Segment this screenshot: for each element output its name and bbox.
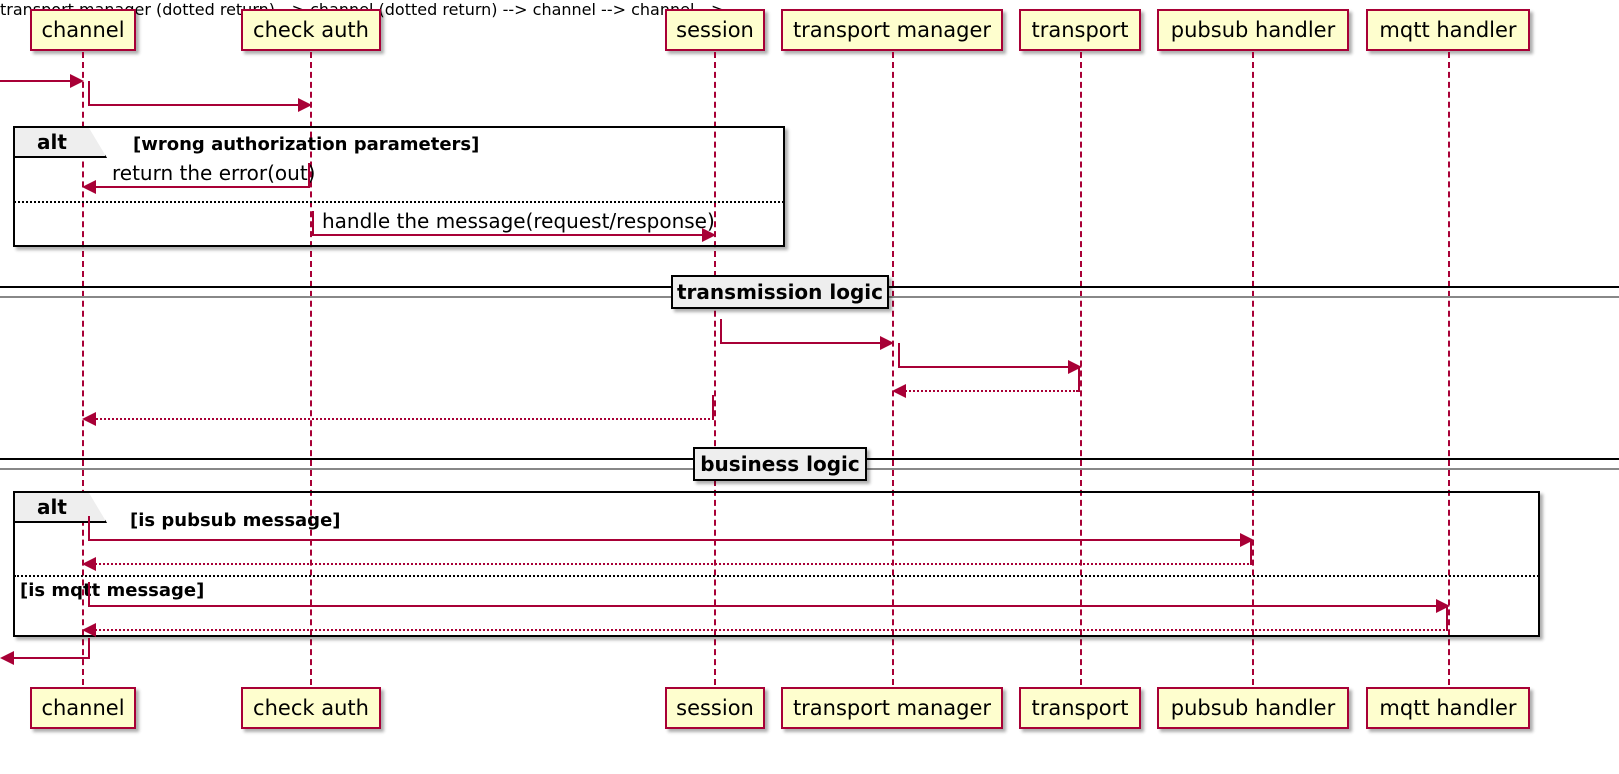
alt-keyword-label: alt	[37, 130, 67, 154]
participant-box-bottom-transport[interactable]: transport	[1019, 687, 1141, 729]
participant-label: mqtt handler	[1379, 696, 1517, 720]
arrow-head-m2	[298, 98, 312, 112]
message-label-m4: handle the message(request/response)	[322, 209, 715, 233]
message-stub-m6	[898, 343, 900, 368]
participant-box-bottom-transport-manager[interactable]: transport manager	[781, 687, 1003, 729]
participant-label: channel	[41, 696, 125, 720]
message-stub-m13	[88, 638, 90, 659]
participant-box-bottom-pubsub-handler[interactable]: pubsub handler	[1157, 687, 1349, 729]
participant-box-bottom-session[interactable]: session	[665, 687, 765, 729]
alt-group-frame-1	[13, 126, 785, 247]
message-stub-m2	[88, 81, 90, 106]
lifeline-check-auth	[310, 52, 312, 685]
participant-label: transport manager	[792, 18, 992, 42]
divider-label-box-2: business logic	[693, 447, 867, 481]
message-stub-m8	[712, 395, 714, 420]
participant-label: channel	[41, 18, 125, 42]
alt-condition-label-2b: [is mqtt message]	[20, 580, 205, 601]
alt-group-keyword-1: alt	[15, 128, 107, 158]
lifeline-transport-manager	[892, 52, 894, 685]
lifeline-pubsub-handler	[1252, 52, 1254, 685]
message-stub-m12	[1446, 606, 1448, 631]
participant-box-top-session[interactable]: session	[665, 9, 765, 51]
arrow-head-m4	[702, 228, 716, 242]
message-line-m7	[898, 390, 1078, 392]
alt-group-separator-2	[14, 575, 1539, 577]
arrow-head-m1	[70, 74, 84, 88]
alt-keyword-label: alt	[37, 495, 67, 519]
divider-label: business logic	[700, 452, 860, 476]
message-line-m3	[88, 186, 310, 188]
message-line-m13	[6, 657, 88, 659]
participant-box-top-mqtt-handler[interactable]: mqtt handler	[1366, 9, 1530, 51]
participant-box-bottom-mqtt-handler[interactable]: mqtt handler	[1366, 687, 1530, 729]
participant-box-top-channel[interactable]: channel	[30, 9, 136, 51]
message-line-m1	[0, 80, 76, 82]
message-stub-m11	[88, 582, 90, 607]
lifeline-channel	[82, 52, 84, 685]
lifeline-session	[714, 52, 716, 685]
alt-condition-label-2a: [is pubsub message]	[130, 510, 341, 531]
message-line-m8	[88, 418, 714, 420]
message-stub-m9	[88, 516, 90, 541]
lifeline-mqtt-handler	[1448, 52, 1450, 685]
participant-label: check auth	[253, 696, 369, 720]
message-line-m6	[898, 366, 1074, 368]
divider-label-box-1: transmission logic	[671, 275, 889, 309]
participant-box-top-pubsub-handler[interactable]: pubsub handler	[1157, 9, 1349, 51]
message-line-m12	[88, 629, 1448, 631]
message-line-m11	[88, 605, 1442, 607]
participant-label: transport	[1031, 18, 1129, 42]
arrow-head-m8	[82, 412, 96, 426]
arrow-head-m12	[82, 623, 96, 637]
message-line-m9	[88, 539, 1246, 541]
alt-condition-label-1a: [wrong authorization parameters]	[133, 134, 480, 155]
participant-box-top-transport[interactable]: transport	[1019, 9, 1141, 51]
participant-label: pubsub handler	[1170, 18, 1336, 42]
message-line-m4	[312, 234, 712, 236]
participant-label: transport	[1031, 696, 1129, 720]
participant-label: session	[676, 696, 754, 720]
participant-label: transport manager	[792, 696, 992, 720]
arrow-head-m10	[82, 557, 96, 571]
participant-label: check auth	[253, 18, 369, 42]
participant-label: session	[676, 18, 754, 42]
message-line-m10	[88, 563, 1252, 565]
alt-group-keyword-2: alt	[15, 493, 107, 523]
message-stub-m4	[312, 211, 314, 236]
message-line-m5	[720, 342, 886, 344]
participant-box-bottom-channel[interactable]: channel	[30, 687, 136, 729]
message-stub-m10	[1250, 540, 1252, 565]
arrow-head-m3	[82, 180, 96, 194]
message-line-m2	[88, 104, 304, 106]
alt-group-separator-1	[14, 201, 784, 203]
arrow-head-m13	[0, 651, 14, 665]
message-stub-m5	[720, 319, 722, 344]
message-stub-m3	[308, 163, 310, 188]
participant-box-top-check-auth[interactable]: check auth	[241, 9, 381, 51]
divider-label: transmission logic	[677, 280, 883, 304]
participant-box-top-transport-manager[interactable]: transport manager	[781, 9, 1003, 51]
arrow-head-m5	[880, 336, 894, 350]
participant-label: mqtt handler	[1379, 18, 1517, 42]
alt-group-frame-2	[13, 491, 1540, 637]
participant-box-bottom-check-auth[interactable]: check auth	[241, 687, 381, 729]
message-stub-m7	[1078, 367, 1080, 392]
participant-label: pubsub handler	[1170, 696, 1336, 720]
arrow-head-m7	[892, 384, 906, 398]
message-label-m3: return the error(out)	[112, 161, 316, 185]
